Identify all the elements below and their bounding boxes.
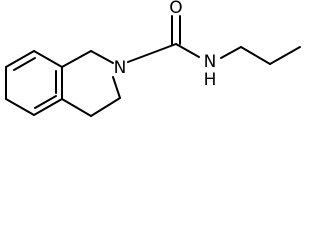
oxygen-atom-label: O [169, 0, 182, 18]
double-bond-inner-bottom-right [34, 95, 57, 109]
bond-propyl-c1-c2 [240, 46, 271, 65]
carboxamide-group [127, 15, 200, 63]
bond-c4-fused-bottom [61, 98, 92, 117]
bond-c1-fused-top [61, 50, 92, 68]
amide-nitrogen-atom-label: N [204, 52, 217, 72]
propyl-chain [220, 46, 301, 65]
bond-n2-c3 [112, 76, 121, 99]
double-bond-inner-top [13, 57, 36, 71]
bond-propyl-c2-c3 [269, 46, 301, 65]
ring-nitrogen-atom-label: N [114, 58, 127, 78]
bond-benzene-top-right [33, 50, 63, 68]
bond-carbonyl-nh [175, 43, 200, 58]
bond-benzene-bottom-right [33, 98, 63, 116]
bond-nh-propyl-c1 [220, 46, 242, 59]
benzene-ring [5, 50, 63, 116]
bond-n2-carbonyl [127, 43, 177, 63]
bond-c3-c4 [90, 97, 121, 117]
saturated-ring [61, 50, 121, 117]
amide-hydrogen-atom-label: H [204, 70, 217, 90]
bond-c1-n2 [90, 50, 114, 64]
molecule-structure: O N N H [5, 0, 301, 117]
bond-benzene-bottom-left [5, 98, 35, 116]
bond-benzene-top-left [5, 50, 35, 68]
